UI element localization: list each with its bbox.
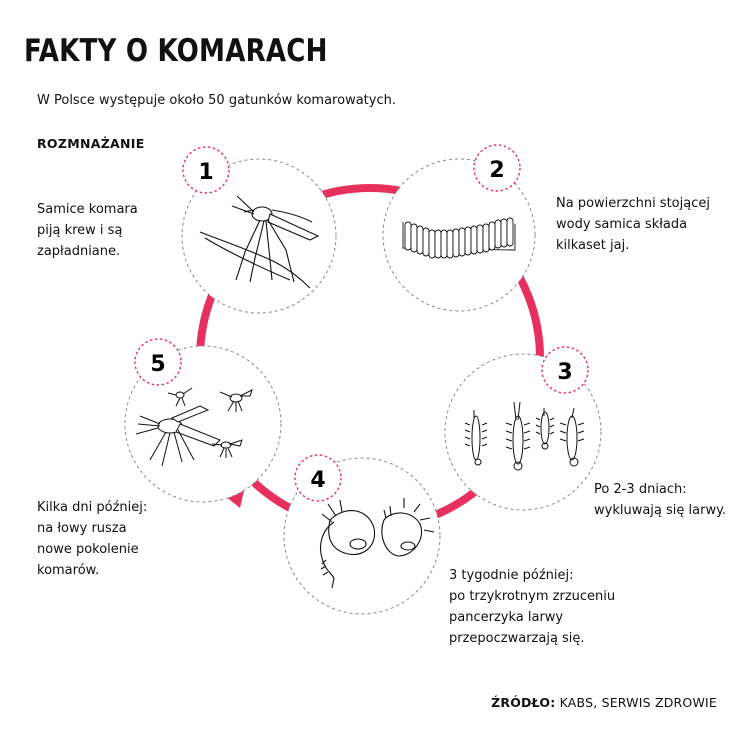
caption-line: na łowy rusza — [37, 521, 127, 536]
caption-line: 3 tygodnie później: — [449, 568, 574, 583]
stage-1 — [181, 158, 337, 314]
egg-raft-icon — [402, 217, 516, 259]
page-title: FAKTY O KOMARACH — [24, 32, 328, 69]
larvae-icon — [464, 401, 585, 471]
larva-c — [535, 408, 555, 450]
badge-2: 2 — [473, 144, 521, 192]
source-credit: ŹRÓDŁO: KABS, SERWIS ZDROWIE — [491, 695, 717, 710]
mosquito-swarm-icon — [135, 387, 253, 467]
caption-line: Samice komara — [37, 202, 138, 217]
section-label: ROZMNAŻANIE — [37, 136, 145, 151]
step-number-2: 2 — [489, 158, 504, 183]
caption-step-1: Samice komara piją krew i są zapładniane… — [37, 199, 138, 262]
caption-line: po trzykrotnym zrzuceniu — [449, 589, 616, 604]
larva-d — [559, 407, 585, 467]
caption-line: wykluwają się larwy. — [594, 503, 727, 518]
subtitle: W Polsce występuje około 50 gatunków kom… — [37, 93, 396, 108]
caption-line: komarów. — [37, 563, 100, 578]
source-value: KABS, SERWIS ZDROWIE — [559, 695, 717, 710]
mosquito-small-2 — [219, 389, 253, 412]
mosquito-biting-icon — [199, 195, 320, 289]
caption-line: kilkaset jaj. — [556, 238, 630, 253]
caption-line: piją krew i są — [37, 223, 123, 238]
caption-step-3: Po 2-3 dniach: wykluwają się larwy. — [594, 479, 726, 521]
caption-line: Po 2-3 dniach: — [594, 482, 687, 497]
caption-step-2: Na powierzchni stojącej wody samica skła… — [556, 193, 710, 256]
badge-3: 3 — [541, 346, 589, 394]
caption-line: pancerzyka larwy — [449, 610, 564, 625]
pupa-a — [319, 499, 376, 589]
mosquito-small-3 — [211, 439, 243, 458]
pupae-icon — [319, 498, 435, 589]
caption-line: zapładniane. — [37, 244, 121, 259]
caption-line: Kilka dni później: — [37, 500, 148, 515]
step-number-1: 1 — [198, 160, 213, 185]
source-label: ŹRÓDŁO: — [491, 695, 556, 710]
caption-line: nowe pokolenie — [37, 542, 139, 557]
badge-1: 1 — [182, 146, 230, 194]
caption-step-4: 3 tygodnie później: po trzykrotnym zrzuc… — [449, 565, 615, 649]
step-number-3: 3 — [557, 360, 572, 385]
badge-4: 4 — [294, 454, 342, 502]
step-number-5: 5 — [150, 352, 165, 377]
stage-5 — [124, 345, 282, 503]
pupa-b — [381, 498, 435, 557]
mosquito-large — [135, 405, 221, 467]
larva-a — [464, 410, 488, 466]
badge-5: 5 — [134, 338, 182, 386]
caption-step-5: Kilka dni później: na łowy rusza nowe po… — [37, 497, 147, 581]
larva-b — [505, 401, 531, 471]
caption-line: wody samica składa — [556, 217, 688, 232]
caption-line: Na powierzchni stojącej — [556, 196, 710, 211]
step-number-4: 4 — [310, 468, 325, 493]
mosquito-small-1 — [167, 387, 193, 407]
caption-line: przepoczwarzają się. — [449, 631, 585, 646]
